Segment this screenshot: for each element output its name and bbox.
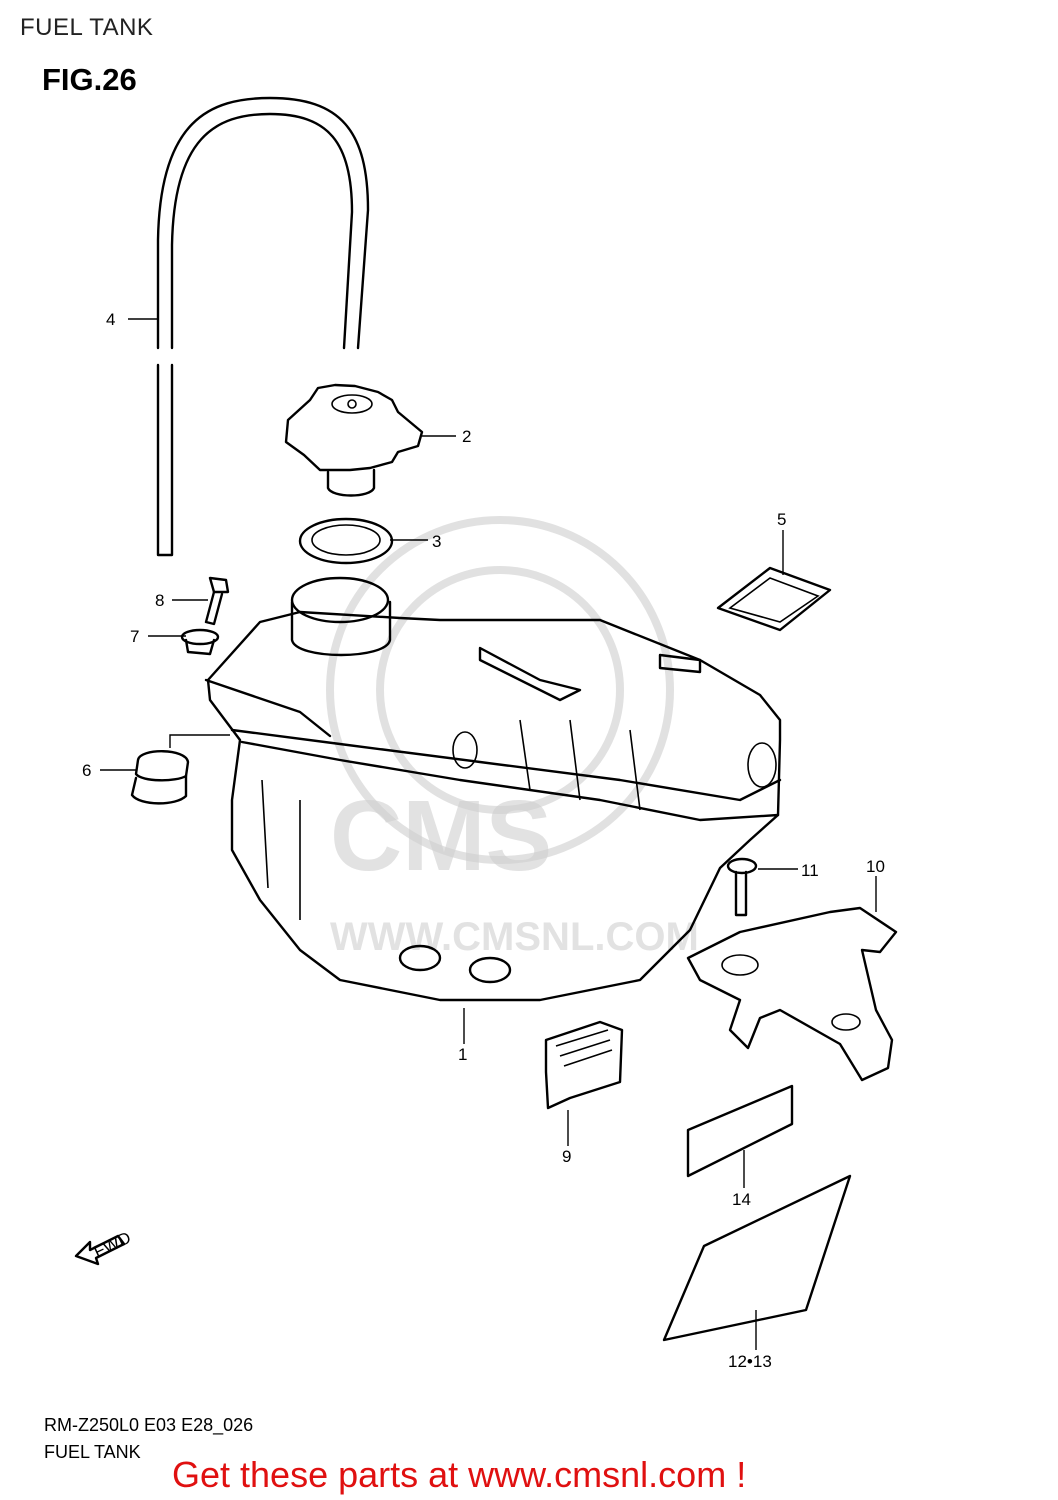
watermark-brand: CMS: [330, 780, 552, 892]
callout-1: 1: [458, 1045, 467, 1064]
mount-bolt: [204, 576, 230, 626]
callout-14: 14: [732, 1190, 751, 1209]
callout-6: 6: [82, 761, 91, 780]
fuel-cap: [284, 383, 424, 497]
cms-watermark: CMS WWW.CMSNL.COM: [326, 516, 699, 959]
callout-5: 5: [777, 510, 786, 529]
model-code: RM-Z250L0 E03 E28_026: [44, 1415, 254, 1435]
watermark-url: WWW.CMSNL.COM: [330, 915, 699, 959]
callout-9: 9: [562, 1147, 571, 1166]
callout-10: 10: [866, 857, 885, 876]
collar: [180, 628, 220, 656]
heat-shield-sheet: [662, 1174, 852, 1342]
tank-bracket: [686, 906, 898, 1082]
footer-title: FUEL TANK: [44, 1442, 141, 1462]
breather-hose: [156, 96, 370, 557]
cushion: [130, 750, 190, 805]
strap-clip: [716, 566, 832, 632]
callout-12-13: 12•13: [728, 1352, 772, 1371]
section-title: FUEL TANK: [20, 14, 154, 41]
promo-link[interactable]: Get these parts at www.cmsnl.com !: [172, 1454, 747, 1495]
fuel-tank: [204, 576, 782, 1002]
protector-pad: [544, 1020, 624, 1110]
cap-gasket: [298, 517, 394, 565]
decal-label: [686, 1084, 794, 1178]
callout-7: 7: [130, 627, 139, 646]
figure-label: FIG.26: [42, 62, 137, 97]
leader-lines: [100, 318, 877, 1350]
callout-2: 2: [462, 427, 471, 446]
bracket-bolt: [726, 857, 758, 917]
fwd-label: FWD: [91, 1228, 134, 1262]
callout-8: 8: [155, 591, 164, 610]
callout-4: 4: [106, 310, 115, 329]
fwd-arrow-icon: FWD: [74, 1228, 134, 1266]
callout-3: 3: [432, 532, 441, 551]
callout-11: 11: [801, 861, 819, 880]
